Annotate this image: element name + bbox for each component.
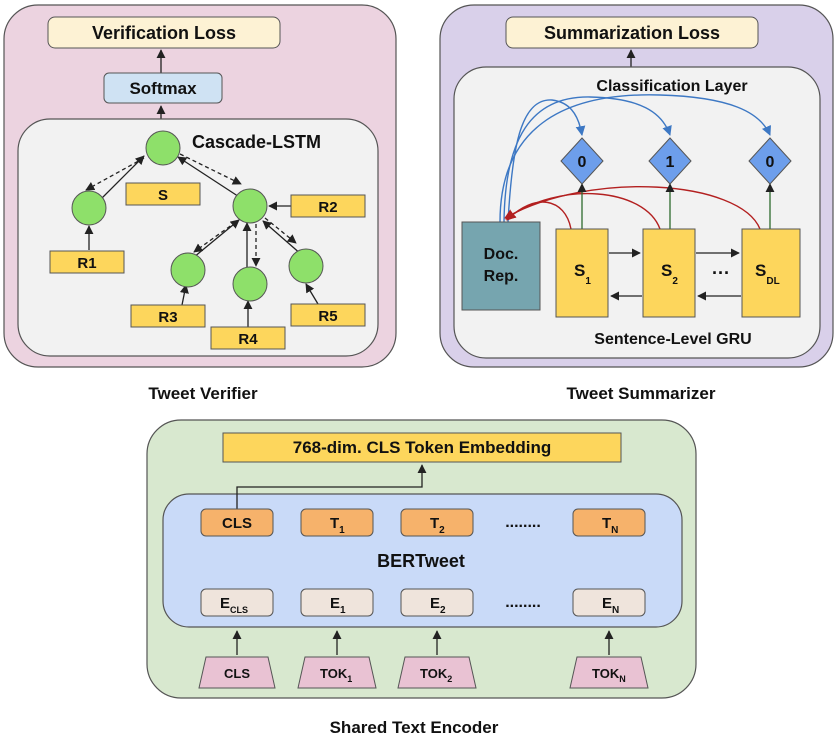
node-r3-box	[130, 304, 206, 328]
node-r3-label: R3	[158, 309, 177, 326]
input-token-cls-label: CLS	[224, 666, 250, 681]
node-r5-label: R5	[318, 308, 337, 325]
embedding-1	[300, 588, 374, 617]
input-token-1-label: TOK1	[320, 666, 352, 684]
output-diamond-2	[648, 137, 692, 185]
doc-rep-box	[461, 221, 541, 311]
embedding-2	[400, 588, 474, 617]
node-r4-label: R4	[238, 331, 258, 348]
output-token-2-label: T2	[430, 515, 445, 536]
output-value-1: 0	[578, 154, 587, 171]
token-arrows	[232, 630, 614, 655]
sentence-label-2: S2	[661, 261, 678, 287]
embedding-dots: ........	[505, 594, 541, 611]
sentence-to-output-arrows	[577, 183, 775, 229]
node-r2-label: R2	[318, 199, 337, 216]
tree-node-r2	[232, 188, 268, 224]
doc-rep-line2: Rep.	[484, 268, 519, 285]
output-value-2: 1	[666, 154, 675, 171]
node-r5-box	[290, 303, 366, 327]
output-value-3: 0	[766, 154, 775, 171]
output-token-1	[300, 508, 374, 537]
output-token-cls	[200, 508, 274, 537]
input-token-2-label: TOK2	[420, 666, 452, 684]
cls-embedding-box	[222, 432, 622, 463]
sentence-box-3	[741, 228, 801, 318]
summarization-loss-label: Summarization Loss	[544, 23, 720, 43]
embedding-n-label: EN	[602, 595, 619, 616]
encoder-panel: 768-dim. CLS Token Embedding BERTweet CL…	[146, 419, 697, 699]
input-token-1	[297, 656, 377, 689]
output-token-n-label: TN	[602, 515, 618, 536]
output-token-1-label: T1	[330, 515, 345, 536]
verification-loss-label: Verification Loss	[92, 23, 236, 43]
sentence-box-1	[555, 228, 609, 318]
sentence-to-doc-arcs	[504, 186, 761, 230]
cls-to-embedding-arrow	[236, 464, 427, 509]
output-token-2	[400, 508, 474, 537]
verifier-panel: Verification Loss Softmax Cascade-LSTM	[3, 4, 397, 368]
node-s-box	[125, 182, 201, 206]
embedding-1-label: E1	[330, 595, 346, 616]
input-token-cls	[198, 656, 276, 689]
output-token-dots: ........	[505, 514, 541, 531]
softmax-label: Softmax	[129, 79, 197, 98]
encoder-caption: Shared Text Encoder	[330, 718, 499, 737]
sentence-label-3: SDL	[755, 261, 780, 287]
output-diamond-3	[748, 137, 792, 185]
doc-to-output-arcs	[499, 94, 771, 223]
embedding-cls-label: ECLS	[220, 595, 248, 615]
doc-rep-line1: Doc.	[484, 246, 519, 263]
gru-arrows	[609, 248, 741, 301]
node-r1-label: R1	[77, 255, 96, 272]
node-r1-box	[49, 250, 125, 274]
verifier-caption: Tweet Verifier	[148, 384, 258, 403]
summarizer-panel: Summarization Loss Classification Layer …	[439, 4, 834, 368]
tree-node-r4	[232, 266, 268, 302]
summarization-loss-box	[505, 16, 759, 49]
output-diamond-1	[560, 137, 604, 185]
output-token-cls-label: CLS	[222, 515, 252, 532]
sentence-label-1: S1	[574, 261, 591, 287]
tree-node-root	[145, 130, 181, 166]
softmax-box	[103, 72, 223, 104]
verification-loss-box	[47, 16, 281, 49]
tree-node-r5	[288, 248, 324, 284]
bertweet-box	[162, 493, 683, 628]
embedding-n	[572, 588, 646, 617]
tree-edges	[84, 153, 319, 327]
node-r2-box	[290, 194, 366, 218]
embedding-cls	[200, 588, 274, 617]
gru-label: Sentence-Level GRU	[594, 331, 751, 348]
cascade-lstm-label: Cascade-LSTM	[192, 132, 321, 152]
input-token-2	[397, 656, 477, 689]
node-r4-box	[210, 326, 286, 350]
classification-layer-label: Classification Layer	[596, 78, 747, 95]
embedding-2-label: E2	[430, 595, 446, 616]
cls-embedding-label: 768-dim. CLS Token Embedding	[293, 438, 552, 457]
input-token-n-label: TOKN	[592, 666, 626, 684]
cascade-lstm-box	[17, 118, 379, 357]
gru-ellipsis: ···	[712, 263, 730, 283]
summarizer-caption: Tweet Summarizer	[567, 384, 716, 403]
tree-node-r1	[71, 190, 107, 226]
sentence-box-2	[642, 228, 696, 318]
output-token-n	[572, 508, 646, 537]
node-s-label: S	[158, 187, 168, 204]
tree-node-r3	[170, 252, 206, 288]
input-token-n	[569, 656, 649, 689]
bertweet-label: BERTweet	[377, 551, 465, 571]
summarizer-inner-box	[453, 66, 821, 359]
